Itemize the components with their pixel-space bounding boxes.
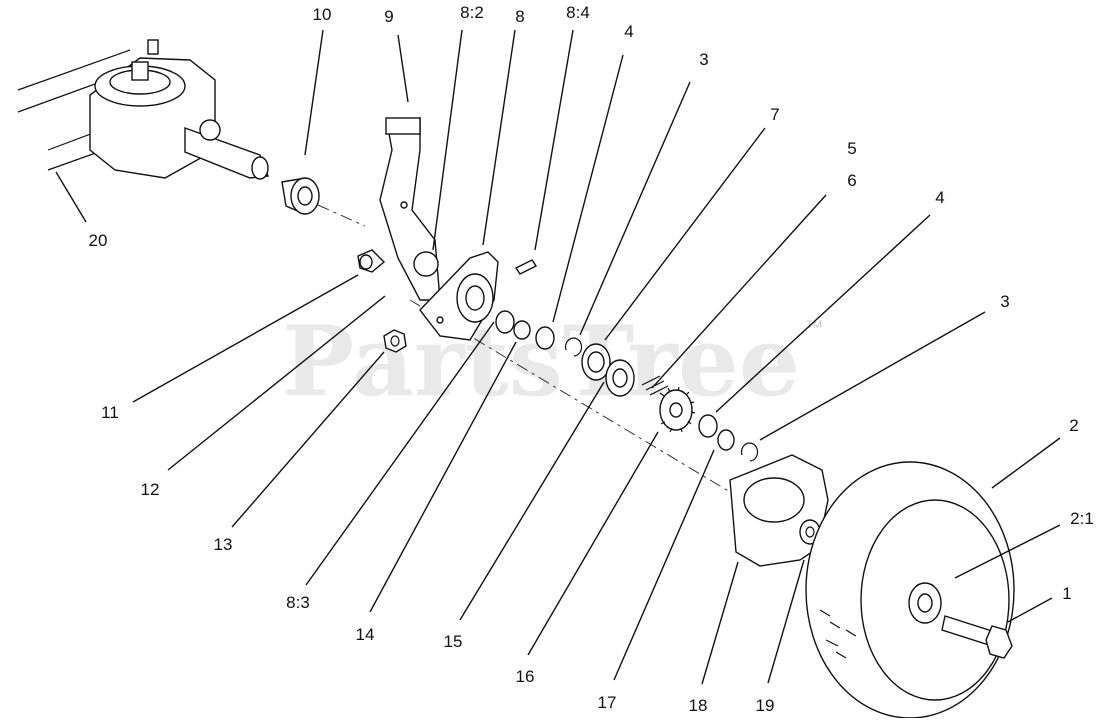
callout-17: 17 <box>598 693 617 712</box>
leader-12 <box>167 295 386 471</box>
callout-1: 1 <box>1062 584 1071 603</box>
leader-3b <box>759 311 986 441</box>
cover-rim <box>743 477 805 523</box>
lever-hole <box>400 201 408 209</box>
callout-8-4: 8:4 <box>566 3 590 22</box>
callout-7: 7 <box>770 105 779 124</box>
spacer-part <box>717 429 735 451</box>
washer-lower-part <box>698 414 718 438</box>
wheel-bolt-part <box>941 615 1013 659</box>
hub-washer-bore <box>805 526 815 538</box>
callout-4b: 4 <box>935 188 944 207</box>
shaft-boss <box>199 119 221 141</box>
leader-3a <box>579 81 691 336</box>
shaft-end <box>251 156 269 180</box>
wheel-bolt-head <box>985 625 1013 659</box>
callout-18: 18 <box>689 696 708 715</box>
tire-tread <box>819 609 857 659</box>
leader-14 <box>369 341 517 613</box>
wheel-bore <box>917 593 933 613</box>
leader-2-1 <box>954 524 1061 579</box>
callout-10: 10 <box>313 5 332 24</box>
callout-16: 16 <box>516 667 535 686</box>
leader-8-4 <box>534 29 574 251</box>
leader-8 <box>482 29 516 246</box>
wheel-part <box>805 461 1015 719</box>
leader-2 <box>991 437 1061 489</box>
bracket-stud <box>413 251 439 277</box>
callout-9: 9 <box>384 7 393 26</box>
bearing-inner <box>612 368 628 388</box>
callout-15: 15 <box>444 632 463 651</box>
watermark: PartsTree <box>282 305 800 418</box>
callout-8-3: 8:3 <box>286 593 310 612</box>
ring-inner <box>587 351 605 373</box>
lever-grip <box>385 117 421 135</box>
callout-8: 8 <box>515 7 524 26</box>
leader-17 <box>613 449 715 681</box>
e-clip-upper-part <box>564 337 583 357</box>
nut-body <box>383 329 407 353</box>
callout-8-2: 8:2 <box>460 3 484 22</box>
pulley-nut <box>131 61 149 81</box>
washer-upper-part <box>535 326 555 350</box>
bushing-bore <box>297 186 313 206</box>
bracket-bore <box>465 285 485 311</box>
leader-11 <box>132 274 359 403</box>
leader-9 <box>397 34 409 103</box>
callout-labels: 10 9 8:2 8 8:4 4 3 7 5 6 4 3 2 2:1 1 20 … <box>89 3 1094 715</box>
nut-bore <box>390 335 400 347</box>
leader-8-2 <box>432 29 463 251</box>
callout-11: 11 <box>101 403 119 422</box>
screw-body <box>514 259 538 275</box>
callout-20: 20 <box>89 231 108 250</box>
leader-13 <box>231 351 385 528</box>
callout-3b: 3 <box>1000 292 1009 311</box>
leader-10 <box>304 29 324 156</box>
screw-part <box>514 259 538 275</box>
leader-6 <box>651 194 827 389</box>
pinion-gear-part <box>659 386 696 433</box>
drive-belt <box>17 49 161 171</box>
callout-3a: 3 <box>699 50 708 69</box>
housing-tab <box>147 39 159 55</box>
callout-2: 2 <box>1069 416 1078 435</box>
pivot-bracket-part <box>413 251 499 341</box>
leader-16 <box>527 431 659 656</box>
transmission-part <box>17 39 269 180</box>
small-bushing-part <box>495 310 515 334</box>
e-clip-lower-part <box>740 442 759 462</box>
callout-13: 13 <box>214 535 233 554</box>
bolt-end <box>359 254 373 270</box>
callout-6: 6 <box>847 171 856 190</box>
bracket-hole <box>436 316 444 324</box>
callout-2-1: 2:1 <box>1070 509 1094 528</box>
leader-19 <box>767 559 805 684</box>
callout-14: 14 <box>356 625 375 644</box>
leader-18 <box>701 561 739 685</box>
callout-5: 5 <box>847 139 856 158</box>
callout-4a: 4 <box>624 22 633 41</box>
shoulder-bolt-part <box>357 249 386 273</box>
leader-7 <box>604 127 766 341</box>
watermark-trademark: TM <box>806 319 822 331</box>
leader-8-3 <box>305 321 495 586</box>
leader-15 <box>459 381 605 621</box>
bushing-part <box>281 177 320 215</box>
leader-4a <box>552 54 624 323</box>
leader-1 <box>1007 597 1053 623</box>
leader-20 <box>55 171 87 223</box>
leader-lines <box>55 29 1061 685</box>
callout-19: 19 <box>756 696 775 715</box>
leader-4b <box>715 214 931 413</box>
callout-12: 12 <box>141 480 160 499</box>
axis-line-upper <box>317 204 366 227</box>
gear-teeth <box>659 386 696 433</box>
washer-8-3-part <box>513 320 531 340</box>
hex-nut-part <box>383 329 407 353</box>
gear-hub <box>669 402 683 418</box>
axis-line-main <box>409 299 811 541</box>
